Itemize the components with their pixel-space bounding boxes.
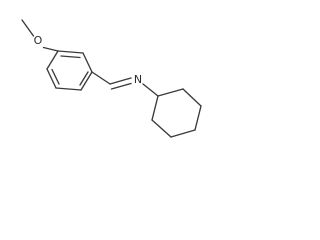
nitrogen-atom-label: N: [134, 73, 142, 86]
imine-double-bond: [109, 77, 132, 85]
ring-bond: [194, 105, 202, 131]
ring-bond: [157, 88, 184, 97]
methyl-oxygen-bond: [21, 19, 35, 37]
benzene-ring: [46, 50, 93, 91]
ring-double-bond: [51, 68, 60, 85]
imine-double-bond: [110, 82, 132, 90]
nitrogen-cyclohexyl-bond: [142, 83, 159, 97]
ring-double-bond: [60, 55, 81, 59]
ring-bond: [170, 129, 196, 138]
oxygen-ring-bond: [42, 46, 59, 52]
molecule-structure: O N: [21, 19, 202, 138]
ring-bond: [151, 95, 159, 121]
ring-bond: [46, 68, 57, 89]
ring-bond: [57, 50, 84, 54]
ring-imine-carbon-bond: [91, 71, 111, 85]
ring-bond: [46, 50, 59, 70]
ring-bond: [182, 88, 202, 107]
cyclohexane-ring: [151, 88, 202, 138]
ring-bond: [80, 71, 93, 91]
structure-canvas: O N: [0, 0, 220, 148]
ring-bond: [151, 119, 172, 138]
oxygen-atom-label: O: [34, 34, 43, 47]
ring-bond: [55, 87, 82, 91]
ring-double-bond: [79, 71, 89, 86]
ring-bond: [82, 52, 93, 73]
